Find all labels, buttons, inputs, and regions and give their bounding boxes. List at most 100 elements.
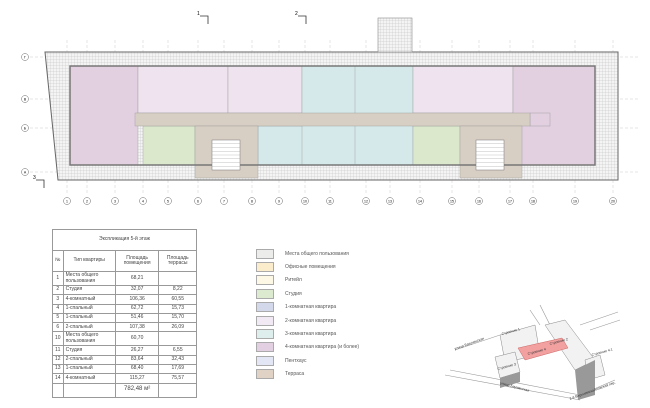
column-axis-label: 13 xyxy=(388,200,392,204)
building-label: Строение 3 xyxy=(497,362,516,371)
column-axis-label: 1 xyxy=(66,200,68,204)
legend-item: Места общего пользования xyxy=(256,247,359,260)
apartment-6 xyxy=(257,125,309,166)
legend-swatch xyxy=(256,342,274,353)
cell-type: 1-спальный xyxy=(62,312,116,324)
column-axis-marker xyxy=(248,197,256,205)
column-axis-label: 19 xyxy=(573,200,577,204)
cell-number: 14 xyxy=(52,373,64,384)
cell-type: 1-спальный xyxy=(62,303,116,314)
cell-number: 13 xyxy=(52,364,64,375)
section-mark xyxy=(36,179,45,188)
legend-item: 3-комнатная квартира xyxy=(256,327,359,340)
cell-type: 4-комнатный xyxy=(62,294,116,305)
legend-swatch xyxy=(256,315,274,326)
column-axis-marker xyxy=(506,197,514,205)
cell-number: 2 xyxy=(52,284,64,296)
cell-number: 12 xyxy=(52,354,64,366)
legend-swatch xyxy=(256,275,274,286)
cell-area: 68,21 xyxy=(114,271,160,286)
highlighted-building xyxy=(517,337,569,361)
legend-label: 4-комнатная квартира (и более) xyxy=(285,344,360,351)
legend-swatch xyxy=(256,288,274,299)
cell-terrace: 26,09 xyxy=(158,322,197,333)
column-axis-label: 4 xyxy=(142,200,144,204)
cell-area: 62,72 xyxy=(114,303,160,314)
cell-number: 1 xyxy=(52,271,64,286)
stair-icon xyxy=(475,139,505,171)
cell-number: 4 xyxy=(52,303,64,314)
building-label: Строение 4 xyxy=(527,347,546,356)
column-axis-marker xyxy=(362,197,370,205)
column-axis-marker xyxy=(301,197,309,205)
roof-terrace-top xyxy=(377,17,413,53)
apartment-5 xyxy=(227,65,303,114)
cell-type: 2-спальный xyxy=(62,322,116,333)
column-axis-label: 9 xyxy=(278,200,280,204)
legend-item: 4-комнатная квартира (и более) xyxy=(256,341,359,354)
column-axis-marker xyxy=(220,197,228,205)
column-axis-marker xyxy=(275,197,283,205)
cell-area: 26,27 xyxy=(114,345,160,356)
row-axis-label: Б xyxy=(24,126,27,130)
legend-label: Ритейл xyxy=(285,277,302,284)
stair-icon xyxy=(211,139,241,171)
cell-type: Места общего пользования xyxy=(62,271,116,286)
cell-type: 4-комнатный xyxy=(62,373,116,384)
cell-terrace: 17,69 xyxy=(158,364,197,375)
cell-type: Места общего пользования xyxy=(62,331,116,347)
column-axis-label: 16 xyxy=(477,200,481,204)
column-axis-label: 10 xyxy=(303,200,307,204)
cell-number: 11 xyxy=(52,345,64,356)
column-axis-label: 15 xyxy=(450,200,454,204)
cell-number: 6 xyxy=(52,322,64,333)
column-axis-marker xyxy=(571,197,579,205)
header-number: № xyxy=(52,250,64,272)
cell-terrace xyxy=(158,271,197,286)
column-axis-label: 6 xyxy=(197,200,199,204)
legend-item: Пентхаус xyxy=(256,354,359,367)
column-axis-label: 17 xyxy=(508,200,512,204)
total-area: 782,48 м² xyxy=(114,382,160,398)
cell-area: 107,38 xyxy=(114,322,160,333)
apartment-11 xyxy=(412,125,461,166)
column-axis-marker xyxy=(448,197,456,205)
exterior-wall xyxy=(69,65,596,166)
section-mark-label: 3 xyxy=(33,175,36,181)
cell-terrace: 75,57 xyxy=(158,373,197,384)
column-axis-marker xyxy=(63,197,71,205)
table-title: Экспликация 5-й этаж xyxy=(52,229,197,251)
legend-swatch xyxy=(256,355,274,366)
column-axis-label: 8 xyxy=(251,200,253,204)
column-axis-label: 3 xyxy=(114,200,116,204)
column-axis-label: 14 xyxy=(418,200,422,204)
rooms xyxy=(69,65,596,179)
cell-type: Студия xyxy=(62,345,116,356)
apartment-3 xyxy=(69,65,139,166)
cell-area: 32,07 xyxy=(114,284,160,296)
legend-item: 1-комнатная квартира xyxy=(256,301,359,314)
cell-type: Студия xyxy=(62,284,116,296)
legend-label: Пентхаус xyxy=(285,357,307,364)
cell-number: 3 xyxy=(52,294,64,305)
cell-type: 2-спальный xyxy=(62,354,116,366)
row-axis-label: В xyxy=(24,97,27,101)
cell-terrace: 15,70 xyxy=(158,312,197,324)
legend-swatch xyxy=(256,369,274,380)
building-label: Строение 4.1 xyxy=(591,347,613,356)
cell-number: 10 xyxy=(52,331,64,347)
cell-terrace: 32,43 xyxy=(158,354,197,366)
site-plan: Строение 1 Строение 2 Строение 3 Строени… xyxy=(444,304,621,401)
cell-area: 106,36 xyxy=(114,294,160,305)
column-axis-marker xyxy=(475,197,483,205)
row-axis-label: А xyxy=(24,170,27,174)
section-mark xyxy=(298,15,307,24)
legend-label: Офисные помещения xyxy=(285,264,336,271)
cell-number: 5 xyxy=(52,312,64,324)
explication-table: Экспликация 5-й этаж № Тип квартиры Площ… xyxy=(52,229,197,398)
